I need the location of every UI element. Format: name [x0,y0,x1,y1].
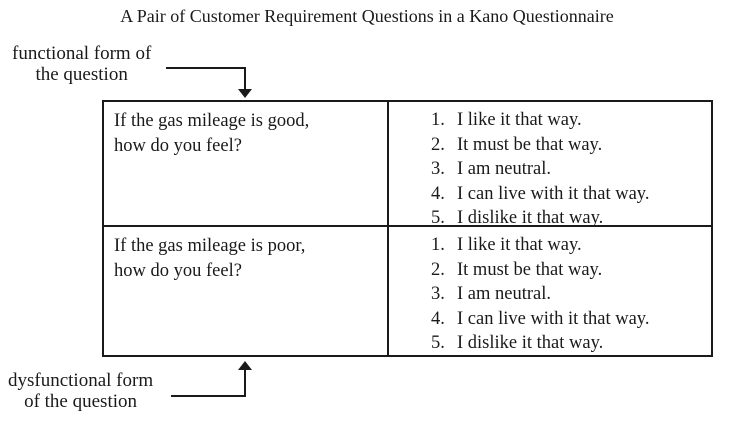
option-item: 1. I like it that way. [431,233,711,258]
option-number: 5. [431,208,445,228]
option-item: 2. It must be that way. [431,258,711,283]
option-number: 3. [431,159,445,179]
option-number: 4. [431,183,445,204]
option-text: I can live with it that way. [457,183,650,204]
questionnaire-table: If the gas mileage is good, how do you f… [102,100,713,357]
arrowhead-up-icon [238,361,252,370]
option-item: 2. It must be that way. [431,133,711,158]
dysfunctional-connector-vline [244,370,246,397]
option-item: 1. I like it that way. [431,108,711,133]
option-item: 3. I am neutral. [431,282,711,307]
option-text: I dislike it that way. [457,333,604,353]
option-item: 5. I dislike it that way. [431,331,711,356]
option-number: 4. [431,308,445,329]
option-number: 1. [431,235,445,255]
functional-form-label: functional form of the question [12,43,152,85]
option-text: I like it that way. [457,235,582,255]
functional-options-cell: 1. I like it that way. 2. It must be tha… [389,102,711,228]
option-number: 5. [431,333,445,353]
option-text: I am neutral. [457,159,551,179]
dysfunctional-question-cell: If the gas mileage is poor, how do you f… [104,227,389,356]
option-text: It must be that way. [457,259,603,280]
option-number: 2. [431,259,445,280]
figure-title: A Pair of Customer Requirement Questions… [120,6,614,26]
option-text: I am neutral. [457,284,551,304]
dysfunctional-form-label: dysfunctional form of the question [8,370,154,412]
option-number: 2. [431,134,445,155]
option-number: 3. [431,284,445,304]
option-item: 4. I can live with it that way. [431,182,711,207]
option-item: 5. I dislike it that way. [431,206,711,231]
option-text: I dislike it that way. [457,208,604,228]
functional-connector-hline [166,67,246,69]
dysfunctional-connector-hline [171,395,246,397]
functional-connector-vline [244,67,246,91]
option-text: It must be that way. [457,134,603,155]
option-number: 1. [431,110,445,130]
dysfunctional-options-cell: 1. I like it that way. 2. It must be tha… [389,227,711,356]
option-text: I can live with it that way. [457,308,650,329]
functional-question-cell: If the gas mileage is good, how do you f… [104,102,389,227]
option-item: 3. I am neutral. [431,157,711,182]
arrowhead-down-icon [238,89,252,98]
option-item: 4. I can live with it that way. [431,307,711,332]
option-text: I like it that way. [457,110,582,130]
